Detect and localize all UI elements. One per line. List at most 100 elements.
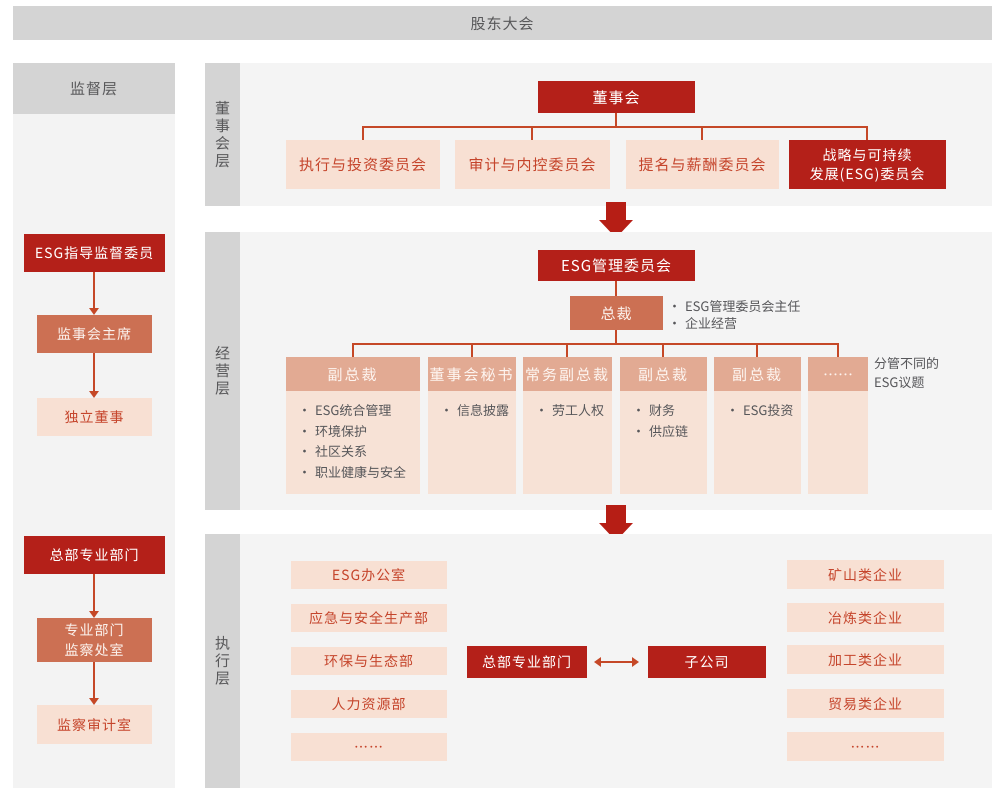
row-connector-stem bbox=[615, 330, 617, 345]
row-connector-rail bbox=[352, 343, 839, 345]
processing-companies-label: 加工类企业 bbox=[828, 649, 903, 670]
vp-2-panel: 财务 供应链 bbox=[620, 391, 707, 494]
board-secretary-panel: 信息披露 bbox=[428, 391, 516, 494]
hq-professional-departments-label: 总部专业部门 bbox=[482, 652, 572, 672]
execution-layer-label: 执行层 bbox=[212, 634, 233, 688]
sidebar-arrow-4-line bbox=[93, 662, 95, 699]
president-box: 总裁 bbox=[570, 296, 663, 330]
president-label: 总裁 bbox=[600, 302, 633, 324]
board-connector-drop-2 bbox=[531, 126, 533, 140]
vp-1-item-1: ESG统合管理 bbox=[298, 400, 420, 421]
vp-3-box: 副总裁 bbox=[714, 357, 801, 391]
supervision-layer-label: 监督层 bbox=[69, 78, 118, 99]
nomination-remuneration-committee-label: 提名与薪酬委员会 bbox=[638, 154, 767, 175]
supervision-column-header: 监督层 bbox=[13, 63, 175, 114]
emergency-safety-dept-label: 应急与安全生产部 bbox=[309, 608, 429, 628]
esg-office-box: ESG办公室 bbox=[291, 561, 447, 589]
esg-guidance-supervision-committee-box: ESG指导监督委员 bbox=[24, 234, 165, 272]
supervisory-board-chairman-label: 监事会主席 bbox=[57, 324, 132, 344]
sidebar-arrow-2-line bbox=[93, 353, 95, 392]
sidebar-arrow-1-head bbox=[89, 308, 99, 315]
strategy-esg-committee-label: 战略与可持续发展(ESG)委员会 bbox=[809, 144, 926, 184]
subsidiary-label: 子公司 bbox=[684, 652, 730, 672]
executive-investment-committee-label: 执行与投资委员会 bbox=[298, 154, 427, 175]
environment-ecology-dept-box: 环保与生态部 bbox=[291, 647, 447, 675]
sidebar-arrow-1-line bbox=[93, 272, 95, 309]
vp-1-box: 副总裁 bbox=[286, 357, 420, 391]
hq-subsidiary-arrow-head-right bbox=[632, 657, 639, 667]
esg-management-committee-box: ESG管理委员会 bbox=[538, 250, 695, 281]
supervisory-board-chairman-box: 监事会主席 bbox=[37, 315, 152, 353]
executive-vp-item-1: 劳工人权 bbox=[535, 400, 612, 421]
executive-vp-panel: 劳工人权 bbox=[523, 391, 612, 494]
board-of-directors-label: 董事会 bbox=[592, 86, 641, 108]
emergency-safety-dept-box: 应急与安全生产部 bbox=[291, 604, 447, 632]
esg-topics-note: 分管不同的 ESG议题 bbox=[874, 353, 939, 391]
processing-companies-box: 加工类企业 bbox=[787, 645, 944, 674]
audit-internal-control-committee-box: 审计与内控委员会 bbox=[455, 140, 610, 189]
environment-ecology-dept-label: 环保与生态部 bbox=[324, 651, 414, 671]
vp-1-label: 副总裁 bbox=[327, 363, 379, 385]
board-layer-label: 董事会层 bbox=[212, 99, 233, 170]
strategy-esg-committee-box: 战略与可持续发展(ESG)委员会 bbox=[789, 140, 946, 189]
vp-3-label: 副总裁 bbox=[731, 363, 783, 385]
independent-directors-box: 独立董事 bbox=[37, 398, 152, 436]
vp-1-item-2: 环境保护 bbox=[298, 421, 420, 442]
board-connector-drop-4 bbox=[866, 126, 868, 140]
president-notes: ESG管理委员会主任 企业经营 bbox=[668, 297, 800, 331]
esg-office-label: ESG办公室 bbox=[331, 565, 407, 585]
board-secretary-label: 董事会秘书 bbox=[429, 363, 515, 385]
president-connector-stem bbox=[615, 281, 617, 297]
mining-companies-box: 矿山类企业 bbox=[787, 560, 944, 589]
row-connector-drop-5 bbox=[756, 343, 758, 357]
mining-companies-label: 矿山类企业 bbox=[828, 564, 903, 585]
executive-vp-label: 常务副总裁 bbox=[524, 363, 610, 385]
row-connector-drop-1 bbox=[352, 343, 354, 357]
management-layer-bar: 经营层 bbox=[205, 232, 240, 510]
smelting-companies-label: 冶炼类企业 bbox=[828, 607, 903, 628]
board-connector-rail bbox=[362, 126, 868, 128]
other-departments-box: …… bbox=[291, 733, 447, 761]
other-companies-label: …… bbox=[850, 736, 881, 757]
board-secretary-item-1: 信息披露 bbox=[440, 400, 516, 421]
trading-companies-label: 贸易类企业 bbox=[828, 693, 903, 714]
hq-professional-departments-sidebar-label: 总部专业部门 bbox=[49, 545, 140, 565]
supervision-audit-office-label: 监察审计室 bbox=[57, 714, 132, 735]
vp-2-item-2: 供应链 bbox=[632, 421, 707, 442]
execution-layer-bar: 执行层 bbox=[205, 534, 240, 788]
vp-2-label: 副总裁 bbox=[637, 363, 689, 385]
president-note-2: 企业经营 bbox=[668, 314, 800, 331]
vp-3-item-1: ESG投资 bbox=[726, 400, 801, 421]
board-connector-drop-1 bbox=[362, 126, 364, 140]
president-note-1: ESG管理委员会主任 bbox=[668, 297, 800, 314]
vp-1-panel: ESG统合管理 环境保护 社区关系 职业健康与安全 bbox=[286, 391, 420, 494]
supervision-audit-office-box: 监察审计室 bbox=[37, 705, 152, 744]
board-connector-stem bbox=[615, 113, 617, 127]
other-executives-box: …… bbox=[808, 357, 868, 391]
independent-directors-label: 独立董事 bbox=[64, 407, 125, 427]
hq-subsidiary-arrow-line bbox=[600, 661, 633, 663]
hq-subsidiary-arrow-head-left bbox=[594, 657, 601, 667]
hq-professional-departments-box: 总部专业部门 bbox=[467, 646, 587, 678]
smelting-companies-box: 冶炼类企业 bbox=[787, 603, 944, 632]
vp-2-box: 副总裁 bbox=[620, 357, 707, 391]
sidebar-arrow-3-line bbox=[93, 574, 95, 612]
vp-2-item-1: 财务 bbox=[632, 400, 707, 421]
esg-topics-note-line-1: 分管不同的 bbox=[874, 353, 940, 372]
shareholders-meeting-bar: 股东大会 bbox=[13, 6, 992, 40]
subsidiary-box: 子公司 bbox=[648, 646, 766, 678]
shareholders-meeting-label: 股东大会 bbox=[470, 12, 535, 34]
sidebar-arrow-2-head bbox=[89, 391, 99, 398]
executive-investment-committee-box: 执行与投资委员会 bbox=[286, 140, 440, 189]
management-layer-label: 经营层 bbox=[212, 344, 233, 398]
executive-vp-box: 常务副总裁 bbox=[523, 357, 612, 391]
dept-supervision-office-box: 专业部门监察处室 bbox=[37, 618, 152, 662]
board-of-directors-box: 董事会 bbox=[538, 81, 695, 113]
esg-topics-note-line-2: ESG议题 bbox=[874, 372, 925, 391]
board-secretary-box: 董事会秘书 bbox=[428, 357, 516, 391]
row-connector-drop-2 bbox=[471, 343, 473, 357]
sidebar-arrow-4-head bbox=[89, 698, 99, 705]
board-connector-drop-3 bbox=[701, 126, 703, 140]
other-companies-box: …… bbox=[787, 732, 944, 761]
